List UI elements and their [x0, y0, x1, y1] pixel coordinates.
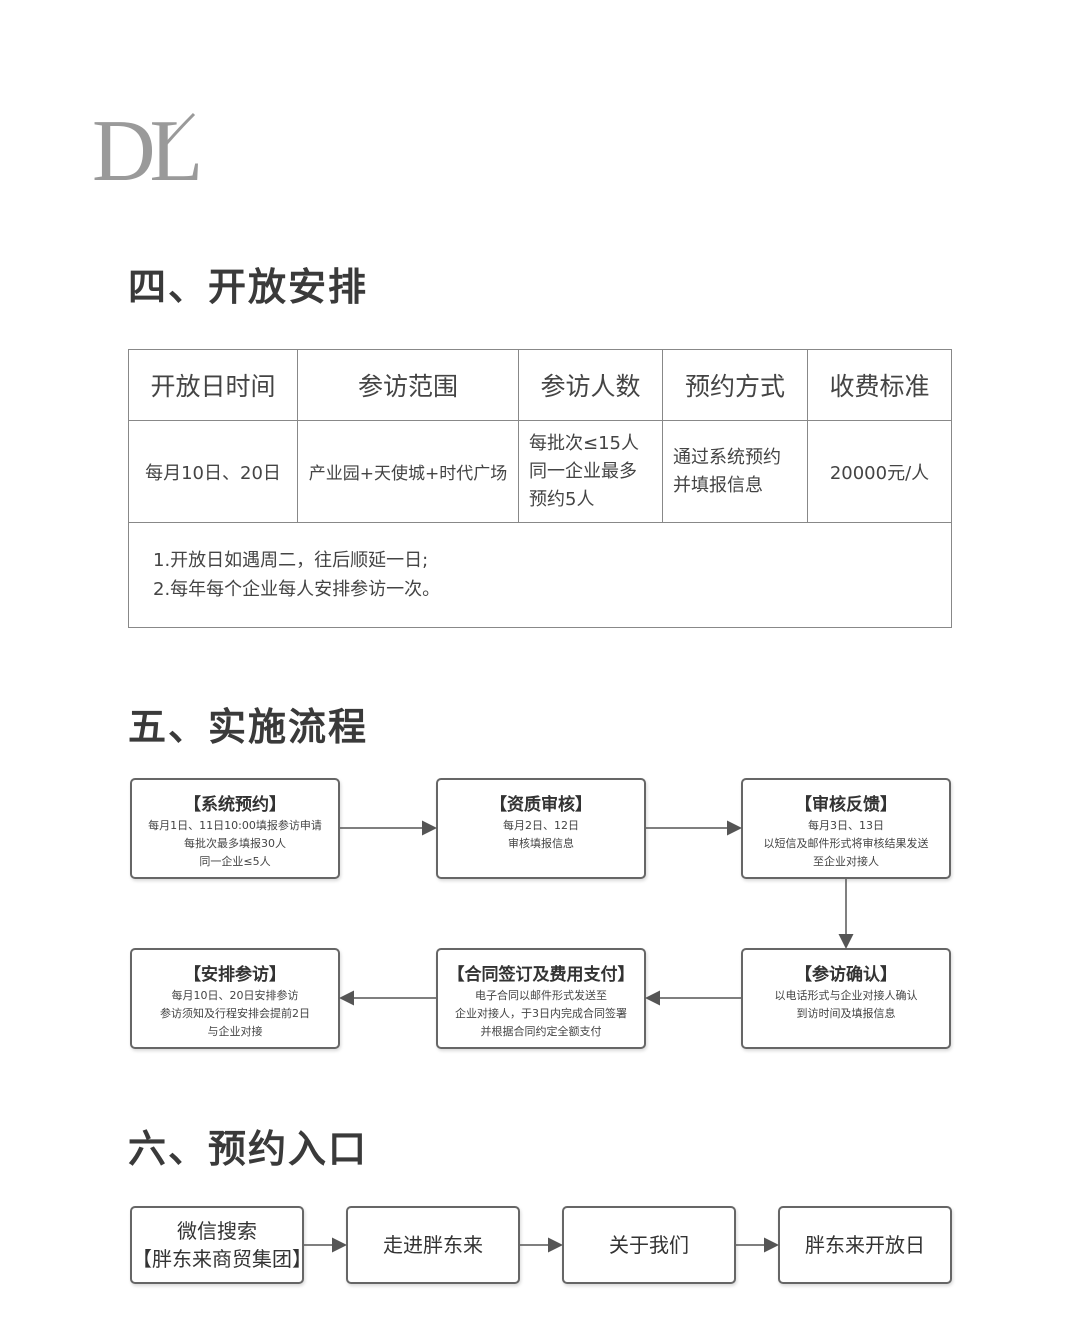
flow-step-title: 【资质审核】: [490, 795, 592, 815]
entry-step-enter: 走进胖东来: [346, 1206, 520, 1284]
flow-step-contract: 【合同签订及费用支付】 电子合同以邮件形式发送至 企业对接人，于3日内完成合同签…: [436, 948, 646, 1049]
schedule-table: 开放日时间 参访范围 参访人数 预约方式 收费标准 每月10日、20日 产业园+…: [128, 349, 952, 628]
flow-step-line: 每月3日、13日: [808, 819, 884, 832]
flow-step-line: 电子合同以邮件形式发送至: [475, 989, 607, 1002]
header-time: 开放日时间: [128, 349, 298, 421]
table-header-row: 开放日时间 参访范围 参访人数 预约方式 收费标准: [128, 349, 952, 421]
flow-step-line: 企业对接人，于3日内完成合同签署: [455, 1007, 627, 1020]
logo-accent-icon: [164, 112, 196, 145]
method-line: 并填报信息: [673, 474, 763, 496]
note-line: 1.开放日如遇周二，往后顺延一日;: [153, 550, 429, 571]
entry-step-line: 走进胖东来: [383, 1233, 483, 1257]
flow-step-line: 每月2日、12日: [503, 819, 579, 832]
flow-step-line: 以短信及邮件形式将审核结果发送: [763, 837, 929, 850]
cell-people: 每批次≤15人 同一企业最多 预约5人: [518, 420, 663, 523]
entry-step-about: 关于我们: [562, 1206, 736, 1284]
flow-step-title: 【审核反馈】: [795, 795, 897, 815]
entry-step-line: 【胖东来商贸集团】: [132, 1247, 312, 1271]
flow-step-line: 审核填报信息: [508, 837, 574, 850]
flow-step-line: 与企业对接: [207, 1025, 263, 1038]
header-method: 预约方式: [662, 349, 808, 421]
section-title-process: 五、实施流程: [128, 705, 369, 749]
entry-step-line: 胖东来开放日: [805, 1233, 925, 1257]
brand-logo: DL: [92, 104, 222, 200]
section-title-schedule: 四、开放安排: [128, 265, 369, 309]
header-fee: 收费标准: [807, 349, 952, 421]
entry-step-open-day: 胖东来开放日: [778, 1206, 952, 1284]
flow-step-line: 到访时间及填报信息: [796, 1007, 896, 1020]
entry-step-line: 关于我们: [609, 1233, 689, 1257]
header-people: 参访人数: [518, 349, 663, 421]
flow-step-line: 至企业对接人: [813, 855, 879, 868]
cell-notes: 1.开放日如遇周二，往后顺延一日; 2.每年每个企业每人安排参访一次。: [128, 522, 952, 628]
flow-step-line: 每月1日、11日10:00填报参访申请: [148, 819, 322, 832]
flow-step-arrange: 【安排参访】 每月10日、20日安排参访 参访须知及行程安排会提前2日 与企业对…: [130, 948, 340, 1049]
flow-step-line: 以电话形式与企业对接人确认: [774, 989, 918, 1002]
entry-step-wechat-search: 微信搜索 【胖东来商贸集团】: [130, 1206, 312, 1284]
section-title-entry: 六、预约入口: [128, 1127, 369, 1171]
flow-step-line: 每月10日、20日安排参访: [171, 989, 299, 1002]
flow-step-line: 每批次最多填报30人: [184, 837, 286, 850]
cell-method: 通过系统预约 并填报信息: [662, 420, 808, 523]
people-line: 同一企业最多: [529, 460, 637, 482]
people-line: 每批次≤15人: [529, 432, 639, 454]
flow-step-title: 【系统预约】: [184, 795, 286, 815]
flow-step-feedback: 【审核反馈】 每月3日、13日 以短信及邮件形式将审核结果发送 至企业对接人: [741, 778, 951, 879]
header-scope: 参访范围: [297, 349, 519, 421]
people-line: 预约5人: [529, 488, 595, 510]
logo-text: DL: [92, 103, 203, 200]
table-notes-row: 1.开放日如遇周二，往后顺延一日; 2.每年每个企业每人安排参访一次。: [128, 522, 952, 628]
method-line: 通过系统预约: [673, 446, 781, 468]
cell-fee: 20000元/人: [807, 420, 952, 523]
flow-step-line: 并根据合同约定全额支付: [480, 1025, 602, 1038]
flow-step-confirm: 【参访确认】 以电话形式与企业对接人确认 到访时间及填报信息: [741, 948, 951, 1049]
flow-step-title: 【安排参访】: [184, 965, 286, 985]
flow-step-booking: 【系统预约】 每月1日、11日10:00填报参访申请 每批次最多填报30人 同一…: [130, 778, 340, 879]
entry-step-line: 微信搜索: [177, 1219, 257, 1243]
note-line: 2.每年每个企业每人安排参访一次。: [153, 579, 441, 600]
cell-time: 每月10日、20日: [128, 420, 298, 523]
flow-step-title: 【参访确认】: [795, 965, 897, 985]
flow-step-review: 【资质审核】 每月2日、12日 审核填报信息: [436, 778, 646, 879]
flow-step-line: 参访须知及行程安排会提前2日: [160, 1007, 310, 1020]
table-row: 每月10日、20日 产业园+天使城+时代广场 每批次≤15人 同一企业最多 预约…: [128, 420, 952, 523]
flow-step-title: 【合同签订及费用支付】: [447, 965, 635, 985]
flow-step-line: 同一企业≤5人: [199, 855, 271, 868]
